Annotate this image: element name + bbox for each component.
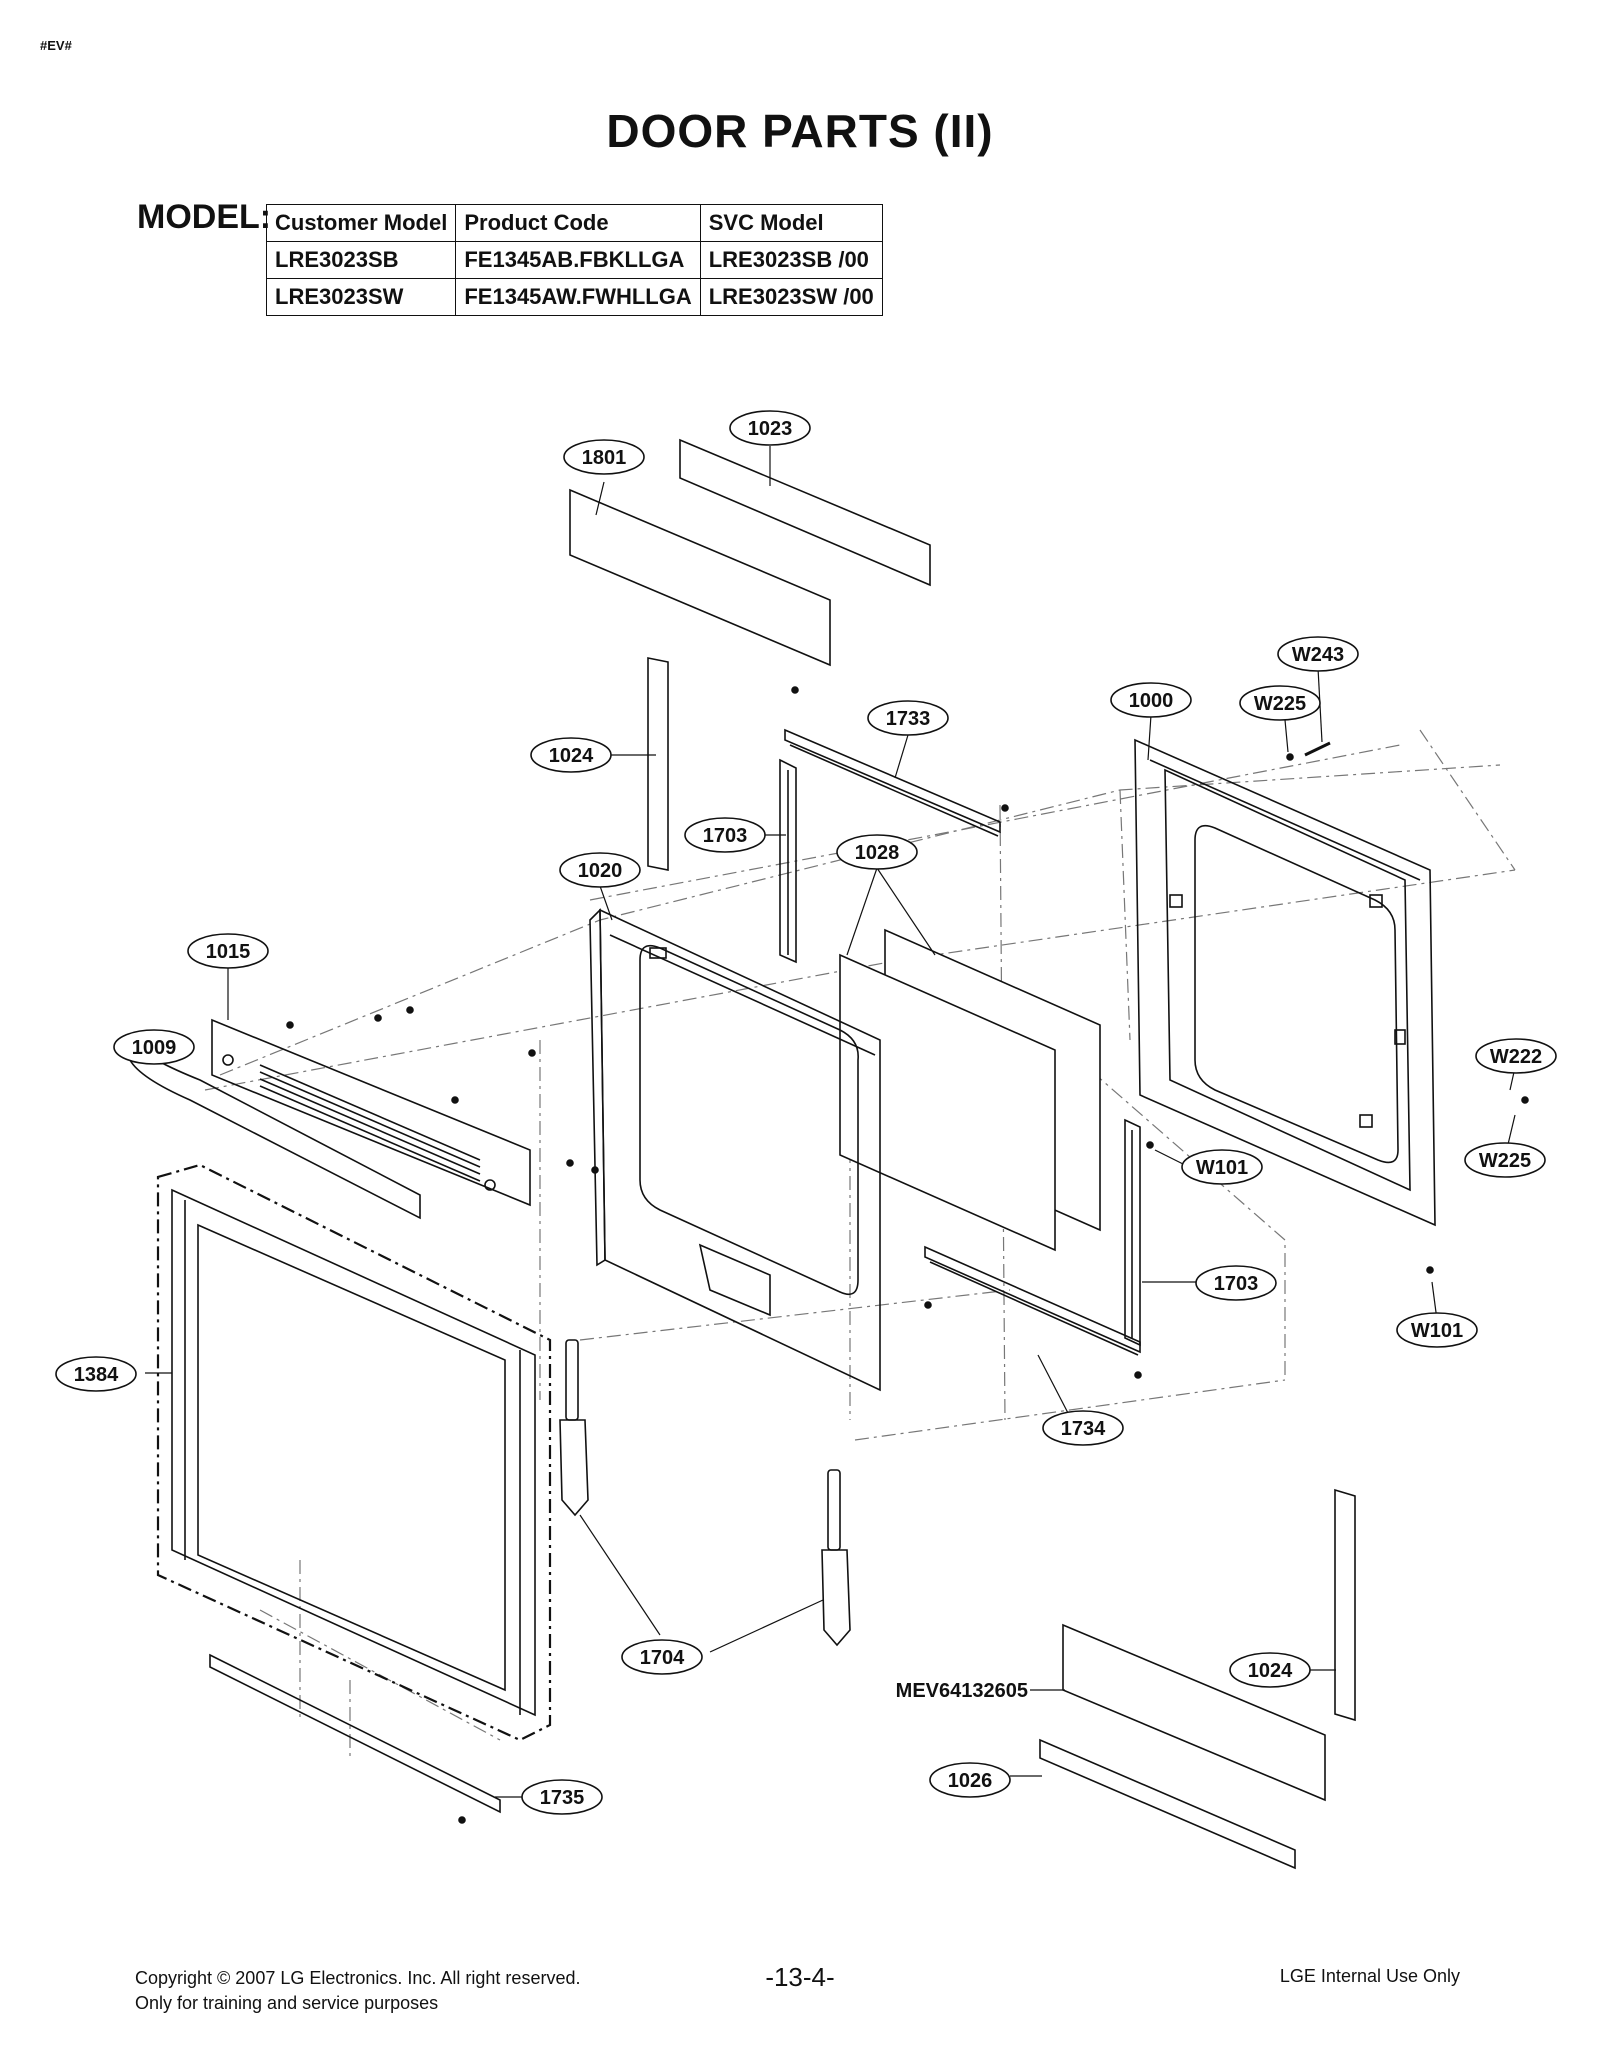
callout-bubble-1704 [621, 1639, 703, 1675]
part-1703-gasket [1124, 1118, 1141, 1347]
callout-bubble-w225 [1239, 685, 1321, 721]
screw-icon [286, 686, 1529, 1824]
cell-svc-model: LRE3023SW /00 [699, 278, 883, 316]
callout-bubble-1703 [684, 817, 766, 853]
callout-bubble-1009 [113, 1029, 195, 1065]
callout-bubble-1384 [55, 1356, 137, 1392]
header-product-code: Product Code [455, 204, 701, 242]
callout-bubble-w222 [1475, 1038, 1557, 1074]
callout-bubble-1733 [867, 700, 949, 736]
part-1734-channel [924, 1245, 1141, 1356]
callout-bubble-1801 [563, 439, 645, 475]
model-table-header-row: Customer Model Product Code SVC Model [265, 204, 883, 242]
callout-label-1015: 1015 [206, 941, 251, 963]
callout-bubble-1735 [521, 1779, 603, 1815]
part-1024-side-strip [1334, 1488, 1356, 1722]
part-1735-bottom-trim [209, 1653, 501, 1814]
page-number: -13-4- [765, 1962, 835, 1992]
part-1704-hinge [559, 1339, 589, 1517]
part-1028-glass-pane [839, 953, 1056, 1252]
part-1026-bottom-strip [1039, 1738, 1296, 1870]
part-1733-channel [784, 728, 1001, 837]
part-label-mev64132605: MEV64132605 [896, 1680, 1028, 1702]
part-1384-outline [156, 1163, 552, 1742]
part-1023-trim-strip [679, 438, 931, 587]
callout-bubble-1026 [929, 1762, 1011, 1798]
callout-label-w225: W225 [1254, 693, 1306, 715]
header-svc-model: SVC Model [699, 204, 883, 242]
callout-label-1733: 1733 [886, 708, 931, 730]
screw-w243 [1304, 741, 1331, 757]
callout-label-1734: 1734 [1061, 1418, 1106, 1440]
callout-label-1703: 1703 [703, 825, 748, 847]
callout-bubble-w243 [1277, 636, 1359, 672]
training-text: Only for training and service purposes [135, 1993, 439, 2013]
copyright-text: Copyright © 2007 LG Electronics. Inc. Al… [135, 1968, 581, 1988]
internal-use-note: LGE Internal Use Only [1279, 1966, 1460, 1986]
callout-label-1024: 1024 [1248, 1660, 1293, 1682]
callout-bubble-w225 [1464, 1142, 1546, 1178]
callout-label-w243: W243 [1292, 644, 1344, 666]
callout-label-w101: W101 [1411, 1320, 1463, 1342]
part-1015-vent-panel [211, 1018, 531, 1207]
callout-bubble-1024 [530, 737, 612, 773]
part-mev64132605-block [1062, 1623, 1326, 1802]
callout-label-1801: 1801 [582, 447, 627, 469]
callout-label-w222: W222 [1490, 1046, 1542, 1068]
doc-tag: #EV# [40, 38, 72, 53]
callout-bubble-1000 [1110, 682, 1192, 718]
callout-label-1028: 1028 [855, 842, 900, 864]
callout-label-1024: 1024 [549, 745, 594, 767]
callout-label-1735: 1735 [540, 1787, 585, 1809]
callout-bubbles [55, 410, 1557, 1815]
callout-label-1023: 1023 [748, 418, 793, 440]
callout-label-1009: 1009 [132, 1037, 177, 1059]
callout-bubble-w101 [1396, 1312, 1478, 1348]
part-1801-glass-panel [569, 488, 831, 667]
part-1020-door-panel [589, 908, 881, 1392]
cell-product-code: FE1345AW.FWHLLGA [455, 278, 701, 316]
callout-label-1026: 1026 [948, 1770, 993, 1792]
footer-copyright: Copyright © 2007 LG Electronics. Inc. Al… [135, 1966, 580, 2016]
callout-label-1384: 1384 [74, 1364, 119, 1386]
callout-label-1704: 1704 [640, 1647, 685, 1669]
callout-bubble-1703 [1195, 1265, 1277, 1301]
callout-label-1020: 1020 [578, 860, 623, 882]
callout-bubble-1015 [187, 933, 269, 969]
cell-customer-model: LRE3023SW [265, 278, 457, 316]
part-1024-side-strip [647, 657, 669, 871]
callout-label-1703: 1703 [1214, 1273, 1259, 1295]
cell-svc-model: LRE3023SB /00 [699, 241, 883, 279]
model-table: Customer Model Product Code SVC Model LR… [265, 204, 883, 316]
callout-label-w101: W101 [1196, 1157, 1248, 1179]
model-table-row: LRE3023SW FE1345AW.FWHLLGA LRE3023SW /00 [265, 278, 883, 316]
part-1000-inner-frame [1134, 738, 1436, 1227]
page-title: DOOR PARTS (II) [606, 105, 994, 157]
callout-bubble-1028 [836, 834, 918, 870]
callout-bubble-w101 [1181, 1149, 1263, 1185]
callout-bubble-1020 [559, 852, 641, 888]
callout-label-w225: W225 [1479, 1150, 1531, 1172]
part-1384-outer-door [171, 1188, 536, 1717]
assembly-guide-lines [204, 729, 1516, 1760]
callout-bubble-1023 [729, 410, 811, 446]
part-1703-gasket [779, 758, 797, 964]
callout-bubble-1024 [1229, 1652, 1311, 1688]
callout-label-1000: 1000 [1129, 690, 1174, 712]
part-1704-hinge [821, 1469, 851, 1647]
header-customer-model: Customer Model [265, 204, 457, 242]
callout-bubble-1734 [1042, 1410, 1124, 1446]
model-label: MODEL: [137, 198, 272, 236]
